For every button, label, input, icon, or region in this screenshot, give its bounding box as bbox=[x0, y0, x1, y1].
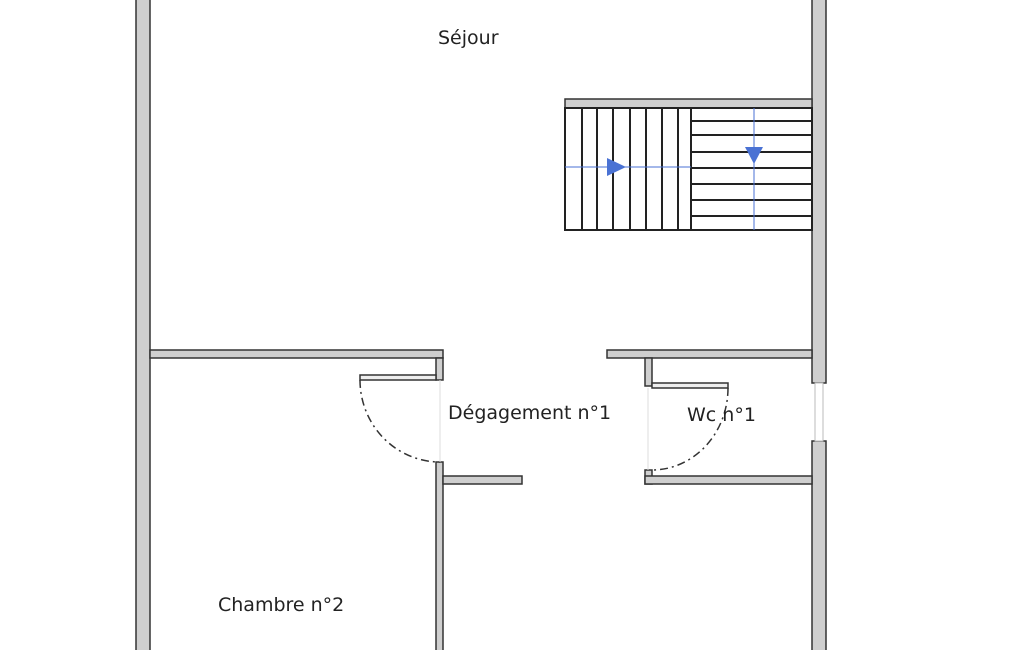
arrow-down-icon bbox=[745, 147, 763, 164]
wall-sejour-wc bbox=[606, 349, 813, 359]
wall-stub-chambre-door bbox=[435, 357, 444, 381]
outer-wall-left bbox=[135, 0, 151, 650]
door-leaf bbox=[651, 382, 729, 389]
door-leaf bbox=[359, 374, 437, 381]
room-label-sejour: Séjour bbox=[438, 27, 499, 49]
room-label-chambre: Chambre n°2 bbox=[218, 594, 345, 616]
room-label-degagement: Dégagement n°1 bbox=[448, 402, 612, 424]
door-chambre bbox=[359, 374, 441, 463]
wall-stair-top bbox=[564, 98, 813, 109]
door-swing-arc bbox=[651, 387, 729, 471]
wall-chambre-right bbox=[435, 461, 444, 650]
walls bbox=[135, 0, 827, 650]
outer-wall-right-lower bbox=[811, 440, 827, 650]
door-wc bbox=[647, 382, 729, 471]
room-label-wc: Wc n°1 bbox=[687, 404, 756, 426]
arrow-right-icon bbox=[607, 158, 626, 176]
wall-sejour-chambre bbox=[149, 349, 444, 359]
staircase bbox=[564, 107, 813, 231]
wall-stub-wc-door bbox=[644, 357, 653, 387]
door-swing-arc bbox=[359, 379, 441, 463]
wall-degagement-stub bbox=[442, 475, 523, 485]
wall-wc-bottom bbox=[644, 475, 813, 485]
window bbox=[814, 382, 824, 442]
outer-wall-right-upper bbox=[811, 0, 827, 384]
